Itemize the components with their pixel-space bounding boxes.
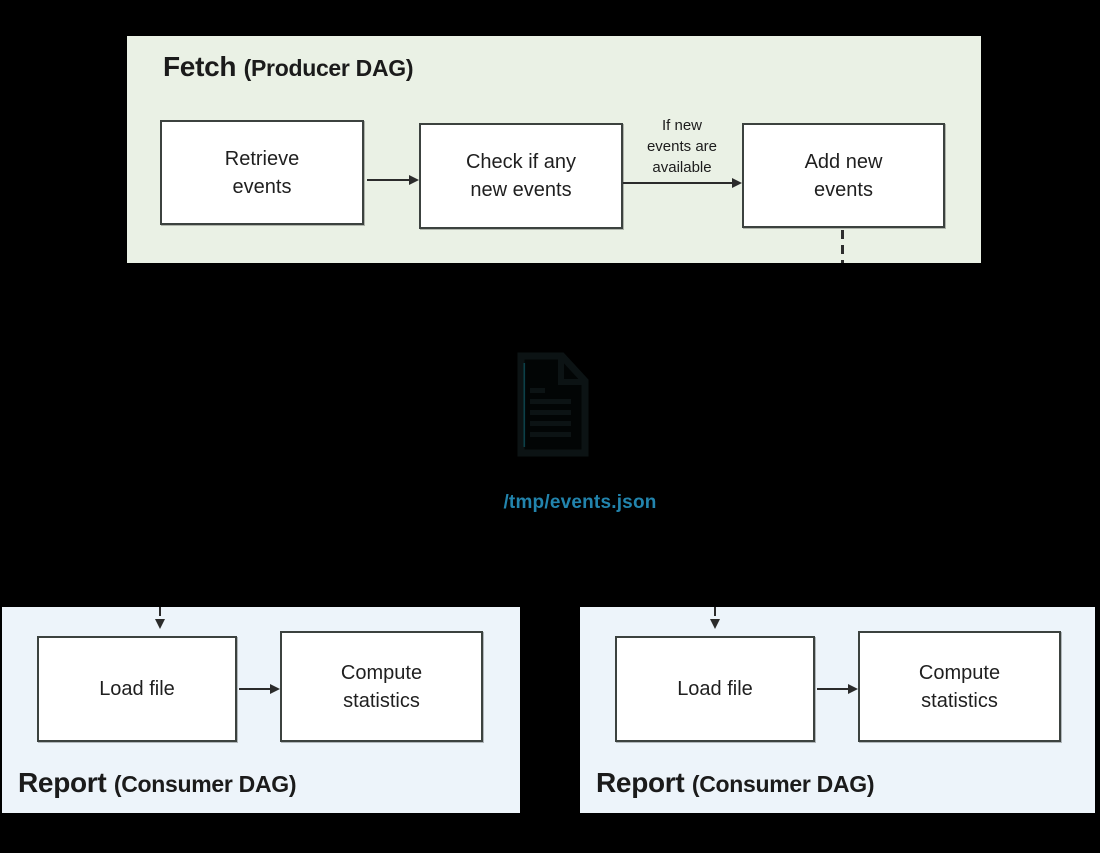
edge-condition-label: If new events are available [621,115,743,178]
task-label-line: Load file [99,678,175,700]
task-label-line: new events [470,179,572,201]
task-label-line: Load file [677,678,753,700]
consumer-dag-panel-left: Load file Compute statistics Report (Con… [2,607,520,813]
consumer-dag-panel-right: Load file Compute statistics Report (Con… [580,607,1095,813]
task-label-line: events [814,178,873,201]
consumer-dag-title: Report (Consumer DAG) [18,767,297,799]
edge-load-to-compute [239,683,280,695]
consumer-dag-type: (Consumer DAG) [113,771,297,797]
document-icon [513,352,593,457]
task-node-compute-statistics: Compute statistics [280,631,483,742]
edge-retrieve-to-check [367,174,419,186]
dataset-to-loadfile-edge [154,607,166,629]
edge-dash [158,607,162,616]
task-label-line: Retrieve [224,147,300,170]
task-node-retrieve-events: Retrieve events [160,120,364,225]
arrowhead-right-icon [732,178,742,188]
task-node-label: Check if any new events [466,148,576,204]
edge-label-line: events are [646,138,718,155]
producer-dag-type: (Producer DAG) [243,55,414,81]
task-node-label: Compute statistics [341,659,422,715]
task-label-line: Check if any [465,151,577,173]
task-node-check-new-events: Check if any new events [419,123,623,229]
edge-label-line: available [652,159,712,176]
consumer-dag-name: Report [596,767,685,798]
task-label-line: events [232,175,292,198]
dataset-uri-label: /tmp/events.json [503,492,657,513]
edge-label-line: If new [661,117,703,134]
edge-dash [713,607,717,616]
task-label-line: statistics [343,689,420,712]
edge-add-events-to-dataset [841,230,844,263]
consumer-dag-type: (Consumer DAG) [691,771,875,797]
task-node-add-new-events: Add new events [742,123,945,228]
producer-dag-panel: Fetch (Producer DAG) Retrieve events Che… [127,36,981,263]
arrowhead-right-icon [409,175,419,185]
edge-check-to-add [623,177,742,189]
task-label-line: Compute [340,661,423,684]
arrowhead-down-icon [710,619,720,629]
edge-line [239,688,270,690]
arrowhead-right-icon [848,684,858,694]
arrowhead-down-icon [155,619,165,629]
task-node-label: Retrieve events [225,145,299,201]
consumer-dag-title: Report (Consumer DAG) [596,767,875,799]
task-node-label: Load file [677,675,753,703]
edge-line [367,179,409,181]
task-node-compute-statistics: Compute statistics [858,631,1061,742]
task-node-load-file: Load file [615,636,815,742]
task-label-line: Add new [804,150,883,173]
task-node-label: Load file [99,675,175,703]
task-node-label: Compute statistics [919,659,1000,715]
task-node-label: Add new events [805,148,883,204]
consumer-dag-name: Report [18,767,107,798]
task-label-line: statistics [921,689,998,712]
arrowhead-right-icon [270,684,280,694]
task-node-load-file: Load file [37,636,237,742]
edge-line [623,182,732,184]
edge-line [817,688,848,690]
dataset-to-loadfile-edge [709,607,721,629]
producer-dag-name: Fetch [163,51,237,82]
task-label-line: Compute [918,661,1001,684]
edge-load-to-compute [817,683,858,695]
producer-dag-title: Fetch (Producer DAG) [163,51,414,83]
